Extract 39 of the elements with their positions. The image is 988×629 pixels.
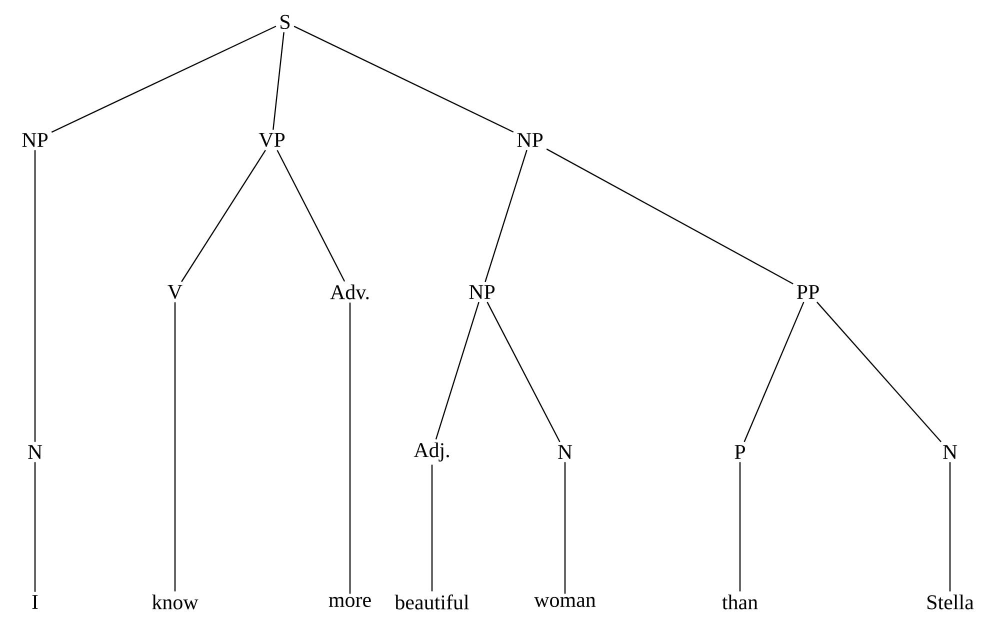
tree-node-label: NP [517, 133, 543, 147]
tree-branch [174, 302, 176, 592]
word-label: more [328, 596, 371, 608]
tree-branch [435, 302, 480, 440]
tree-branch [34, 462, 36, 592]
tree-node-label: V [168, 284, 182, 300]
tree-branch [294, 26, 514, 133]
tree-node-label: N [943, 445, 958, 459]
tree-node-label: P [734, 445, 745, 459]
tree-node-label: N [558, 445, 572, 459]
word-label: I [32, 595, 38, 609]
tree-branch [349, 302, 351, 594]
word-label: woman [534, 596, 596, 608]
tree-branch [486, 302, 560, 442]
tree-node-label: S [280, 14, 290, 30]
tree-branch [34, 150, 36, 442]
tree-node-label: NP [469, 285, 495, 299]
tree-branch [744, 302, 804, 442]
tree-branch [484, 150, 528, 282]
word-label: than [722, 594, 758, 610]
tree-node-label: N [28, 445, 42, 459]
word-label: beautiful [394, 594, 469, 610]
tree-branch [276, 150, 346, 282]
tree-branch [949, 462, 951, 592]
tree-node-label: NP [22, 133, 48, 147]
tree-branch [816, 302, 942, 442]
tree-branch [51, 26, 276, 133]
tree-node-label: Adv. [330, 284, 369, 300]
tree-node-label: VP [258, 132, 285, 148]
tree-branch [181, 150, 266, 282]
tree-node-label: PP [796, 285, 819, 299]
tree-branch [431, 464, 433, 592]
tree-branch [739, 462, 741, 592]
tree-branch [564, 462, 566, 594]
tree-branch [272, 32, 284, 130]
tree-branch [546, 148, 794, 284]
tree-node-label: Adj. [414, 442, 449, 462]
word-label: know [152, 594, 198, 610]
word-label: Stella [928, 594, 974, 610]
